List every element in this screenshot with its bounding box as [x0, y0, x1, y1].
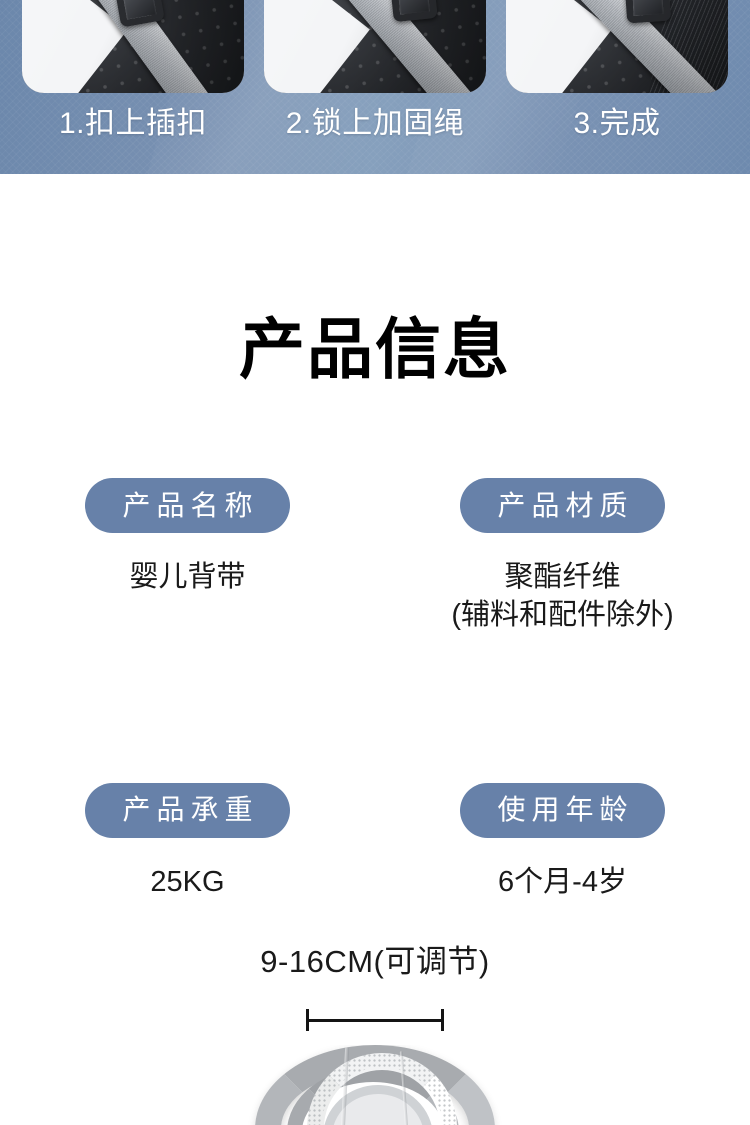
dimension-caption: 9-16CM(可调节) [260, 944, 490, 979]
steps-row: 1.扣上插扣 2.锁上加固绳 [0, 0, 750, 174]
spec-row-2: 产品承重 25KG 使用年龄 6个月-4岁 [0, 782, 750, 901]
spec-value-material: 聚酯纤维 (辅料和配件除外) [451, 558, 673, 635]
spec-pill-product-name: 产品名称 [85, 478, 290, 533]
step-item-2: 2.锁上加固绳 [264, 0, 486, 174]
product-strap-photo [0, 1045, 750, 1125]
spec-pill-material: 产品材质 [460, 478, 665, 533]
spec-pill-label-product-name: 产品名称 [122, 489, 259, 521]
step-photo-2 [264, 0, 486, 93]
step-photo-1 [22, 0, 244, 93]
spec-value-line: 25KG [150, 865, 225, 898]
spec-value-line: (辅料和配件除外) [451, 599, 674, 632]
spec-value-load-capacity: 25KG [150, 863, 224, 901]
step-label-3: 3.完成 [573, 107, 661, 140]
spec-value-line: 婴儿背带 [129, 561, 246, 593]
dimension-measure-bar [306, 1009, 444, 1031]
spec-cell-age-range: 使用年龄 6个月-4岁 [375, 782, 750, 901]
spec-cell-product-name: 产品名称 婴儿背带 [0, 478, 375, 635]
step-item-3: 3.完成 [506, 0, 728, 174]
spec-value-line: 6个月-4岁 [498, 865, 627, 898]
spec-row-1: 产品名称 婴儿背带 产品材质 聚酯纤维 (辅料和配件除外) [0, 478, 750, 635]
spec-pill-label-material: 产品材质 [497, 489, 634, 521]
spec-cell-material: 产品材质 聚酯纤维 (辅料和配件除外) [375, 478, 750, 635]
step-photo-3 [506, 0, 728, 93]
spec-pill-label-load-capacity: 产品承重 [122, 794, 259, 826]
spec-grid: 产品名称 婴儿背带 产品材质 聚酯纤维 (辅料和配件除外) 产品承重 [0, 478, 750, 901]
spec-pill-label-age-range: 使用年龄 [497, 794, 634, 826]
dimension-callout: 9-16CM(可调节) [0, 946, 750, 1031]
spec-value-line: 聚酯纤维 [504, 561, 621, 593]
spec-pill-age-range: 使用年龄 [460, 782, 665, 838]
step-label-2: 2.锁上加固绳 [285, 107, 465, 140]
step-banner: 1.扣上插扣 2.锁上加固绳 [0, 0, 750, 174]
page-title: 产品信息 [239, 312, 511, 386]
step-label-1: 1.扣上插扣 [58, 107, 208, 140]
spec-value-product-name: 婴儿背带 [129, 558, 245, 596]
spec-pill-load-capacity: 产品承重 [85, 782, 290, 838]
spec-cell-load-capacity: 产品承重 25KG [0, 782, 375, 901]
dimension-line-icon [306, 1019, 444, 1022]
dimension-endcap-right-icon [441, 1009, 444, 1031]
step-item-1: 1.扣上插扣 [22, 0, 244, 174]
spec-value-age-range: 6个月-4岁 [498, 863, 627, 901]
